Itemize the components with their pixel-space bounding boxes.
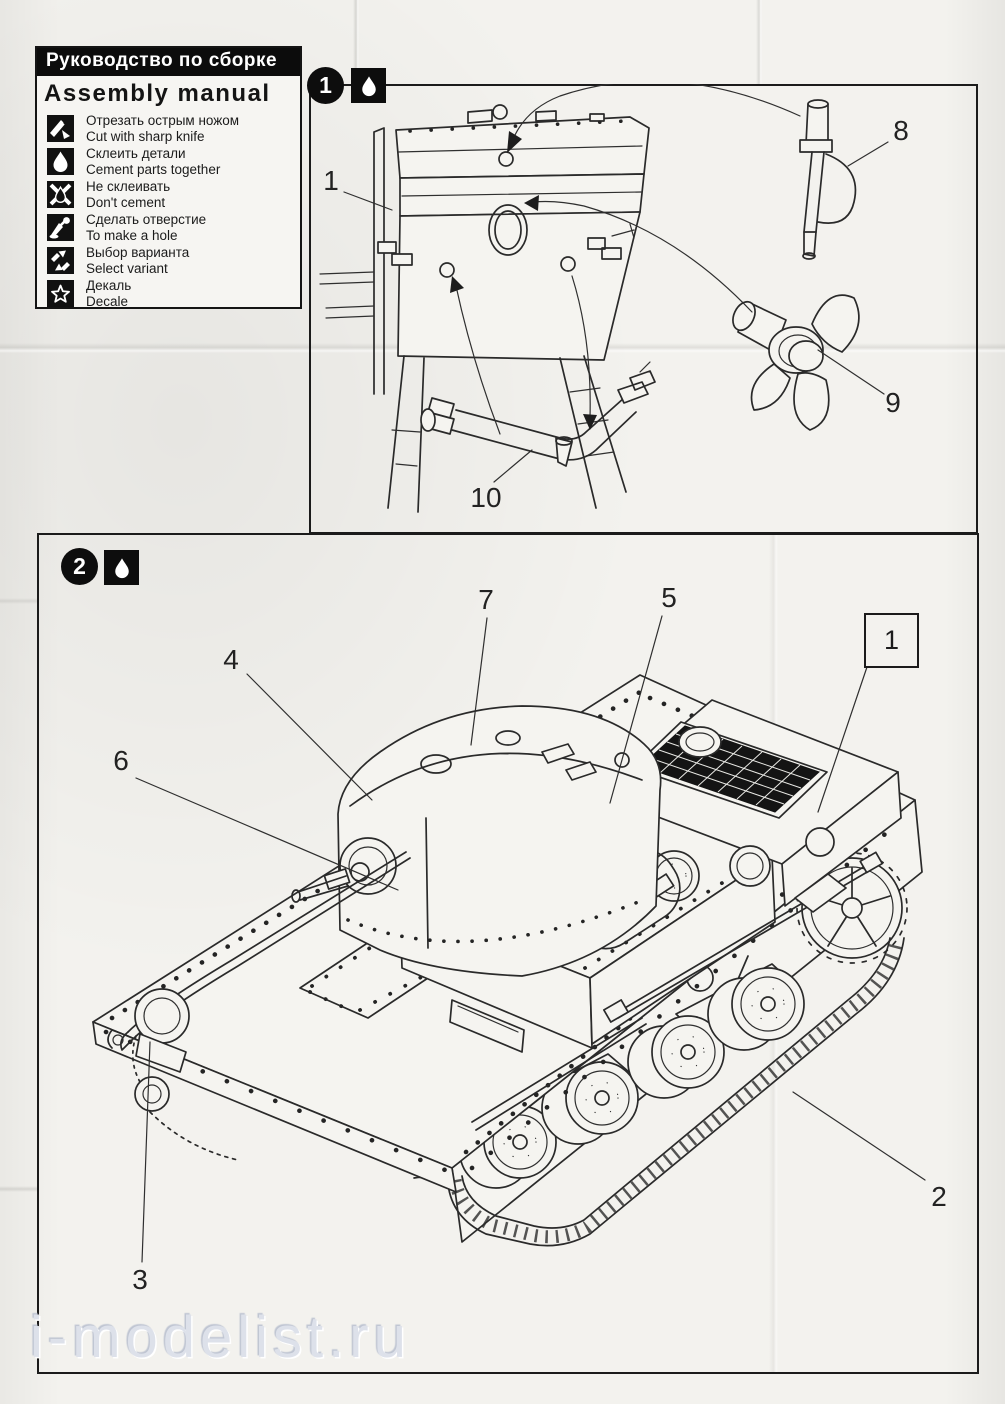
step1-diagram [319,84,889,513]
select-variant-icon [47,247,74,274]
legend-item-select-variant: Выбор варианта Select variant [47,245,294,276]
step2-frame [37,533,979,1374]
legend-title-ru: Руководство по сборке [37,48,300,76]
legend-item-label: Отрезать острым ножом Cut with sharp kni… [86,113,240,144]
legend-item-dont-cement: Не склеивать Don't cement [47,179,294,210]
decal-icon [47,280,74,307]
step2-diagram [92,615,926,1263]
fold-crease-margin [0,1186,37,1192]
cement-drop-icon [104,550,139,585]
part-label-10: 10 [470,482,502,513]
legend-item-label: Сделать отверстие To make a hole [86,212,207,243]
part-label-6: 6 [113,745,129,776]
legend-item-label: Не склеивать Don't cement [86,179,171,210]
legend-item-label: Декаль Decale [86,278,132,309]
part-label-2: 2 [931,1181,947,1212]
legend-item-label: Выбор варианта Select variant [86,245,190,276]
dont-cement-icon [47,181,74,208]
part-label-8: 8 [893,115,909,146]
part-label-7: 7 [478,584,494,615]
front-idler-wheel [131,988,239,1161]
legend-item-label: Склеить детали Cement parts together [86,146,221,177]
watermark-text: i-modelist.ru [30,1305,411,1370]
step1-number-badge: 1 [307,67,344,104]
cut-knife-icon [47,115,74,142]
step2-number-badge: 2 [61,548,98,585]
part-label-5: 5 [661,582,677,613]
turret [291,705,662,977]
fold-crease-margin-2 [0,598,37,604]
cement-drop-icon [47,148,74,175]
part-label-3: 3 [132,1264,148,1295]
make-hole-icon [47,214,74,241]
legend-item-make-hole: Сделать отверстие To make a hole [47,212,294,243]
part-label-4: 4 [223,644,239,675]
boxed-part-label-1: 1 [864,613,919,668]
legend-box: Руководство по сборке Assembly manual От… [35,46,302,309]
fold-crease-vertical-right [756,0,762,86]
part-label-9: 9 [885,387,901,418]
legend-item-cut: Отрезать острым ножом Cut with sharp kni… [47,113,294,144]
legend-item-decal: Декаль Decale [47,278,294,309]
cement-drop-icon [351,68,386,103]
legend-item-cement: Склеить детали Cement parts together [47,146,294,177]
part-label-1: 1 [323,165,339,196]
legend-title-en: Assembly manual [44,80,271,107]
